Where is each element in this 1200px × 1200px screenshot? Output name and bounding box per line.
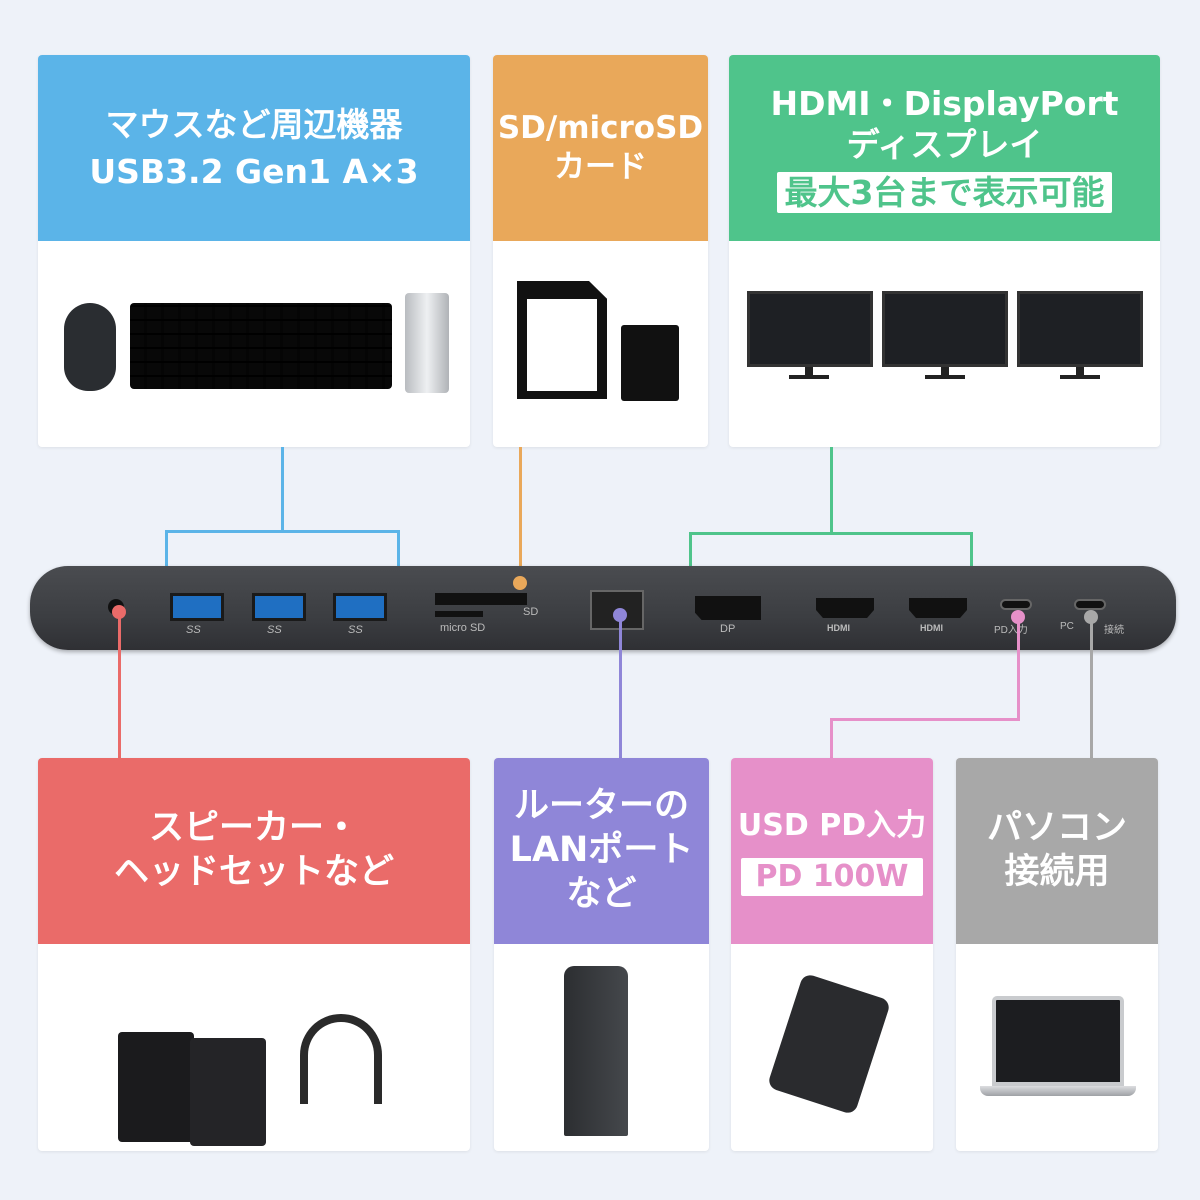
microsd-slot xyxy=(435,611,483,617)
mouse-image xyxy=(64,303,116,391)
lan-panel: ルーターの LANポート など xyxy=(494,758,709,1151)
displayport xyxy=(695,596,761,620)
audio-header: スピーカー・ ヘッドセットなど xyxy=(38,758,470,944)
pc-marker-dot xyxy=(1084,610,1098,624)
hdmi-label: HDMI xyxy=(920,623,943,633)
monitors xyxy=(729,241,1160,447)
pc-connector-line xyxy=(1090,617,1093,758)
usb-connector-line xyxy=(397,530,400,590)
audio-connector-line xyxy=(118,612,121,758)
speakers-image xyxy=(118,1032,194,1142)
pc-subtitle: 接続用 xyxy=(1004,852,1110,892)
usb-ss-logo: SS xyxy=(267,624,282,636)
monitor-stand xyxy=(925,367,965,379)
ac-adapter-image xyxy=(766,972,892,1116)
headset-image xyxy=(300,1014,382,1104)
usb-connector-line xyxy=(165,530,400,533)
lan-connector-line xyxy=(619,615,622,758)
sd-cards xyxy=(493,241,708,447)
display-connector-line xyxy=(689,532,973,535)
router-image xyxy=(564,966,628,1136)
display-max-badge: 最大3台まで表示可能 xyxy=(776,171,1113,213)
pd-connector-line xyxy=(830,718,1020,721)
usb-panel: マウスなど周辺機器 USB3.2 Gen1 A×3 xyxy=(38,55,470,447)
audio-marker-dot xyxy=(112,605,126,619)
microsd-label: micro SD xyxy=(440,622,486,634)
sd-label: SD xyxy=(523,606,539,618)
pd-100w-badge: PD 100W xyxy=(741,858,923,896)
display-panel: HDMI・DisplayPort ディスプレイ 最大3台まで表示可能 xyxy=(729,55,1160,447)
pc-panel: パソコン 接続用 xyxy=(956,758,1158,1151)
audio-devices xyxy=(38,944,470,1151)
ac-adapter xyxy=(731,944,933,1151)
lan-subtitle: LANポート xyxy=(509,830,694,871)
usb-devices xyxy=(38,241,470,447)
usb-ss-logo: SS xyxy=(348,624,363,636)
microsdxc-card-image xyxy=(621,325,679,401)
pd-header: USD PD入力 PD 100W xyxy=(731,758,933,944)
pd-connector-line xyxy=(830,718,833,758)
pc-connect-label: 接続 xyxy=(1104,625,1124,636)
display-connector-line xyxy=(830,447,833,534)
monitor-stand xyxy=(1060,367,1100,379)
usb-a-port xyxy=(252,593,306,621)
display-connector-line xyxy=(970,532,973,595)
monitor-stand xyxy=(789,367,829,379)
usb-c-pc-port xyxy=(1074,599,1106,610)
sd-subtitle: カード xyxy=(554,149,647,185)
audio-subtitle: ヘッドセットなど xyxy=(113,852,394,892)
usb-connector-line xyxy=(281,447,284,531)
speakers-image xyxy=(190,1038,266,1146)
laptop xyxy=(956,944,1158,1151)
usb-subtitle: USB3.2 Gen1 A×3 xyxy=(89,152,419,191)
pd-label: PD入力 xyxy=(994,625,1028,636)
pd-title: USD PD入力 xyxy=(737,807,927,843)
lan-subtitle-2: など xyxy=(566,873,637,914)
hdmi-port xyxy=(816,598,874,618)
lan-title: ルーターの xyxy=(513,786,689,827)
pd-connector-line xyxy=(1017,617,1020,721)
display-subtitle: ディスプレイ xyxy=(846,125,1043,165)
hdmi-port xyxy=(909,598,967,618)
usb-connector-line xyxy=(165,530,168,590)
sd-panel: SD/microSD カード xyxy=(493,55,708,447)
usb-a-port xyxy=(170,593,224,621)
sd-title: SD/microSD xyxy=(497,110,704,147)
pc-label: PC xyxy=(1060,621,1074,632)
usb-flash-drive-image xyxy=(405,293,449,393)
router xyxy=(494,944,709,1151)
audio-panel: スピーカー・ ヘッドセットなど xyxy=(38,758,470,1151)
sdxc-card-image xyxy=(517,281,607,399)
usb-c-pd-port xyxy=(1000,599,1032,610)
pc-title: パソコン xyxy=(986,808,1127,849)
usb-title: マウスなど周辺機器 xyxy=(105,104,403,144)
display-connector-line xyxy=(689,532,692,595)
sd-marker-dot xyxy=(513,576,527,590)
lan-header: ルーターの LANポート など xyxy=(494,758,709,944)
usb-ss-logo: SS xyxy=(186,624,201,636)
hdmi-label: HDMI xyxy=(827,623,850,633)
pd-panel: USD PD入力 PD 100W xyxy=(731,758,933,1151)
lan-marker-dot xyxy=(613,608,627,622)
display-title: HDMI・DisplayPort xyxy=(770,84,1119,124)
laptop-base xyxy=(980,1086,1136,1096)
usb-a-port xyxy=(333,593,387,621)
pc-header: パソコン 接続用 xyxy=(956,758,1158,944)
docking-station: SS SS SS SD micro SD DP HDMI HDMI PD入力 P… xyxy=(30,566,1176,650)
usb-header: マウスなど周辺機器 USB3.2 Gen1 A×3 xyxy=(38,55,470,241)
monitor-image xyxy=(882,291,1008,367)
monitor-image xyxy=(1017,291,1143,367)
monitor-image xyxy=(747,291,873,367)
sd-header: SD/microSD カード xyxy=(493,55,708,241)
dp-label: DP xyxy=(720,623,736,635)
display-header: HDMI・DisplayPort ディスプレイ 最大3台まで表示可能 xyxy=(729,55,1160,241)
pd-marker-dot xyxy=(1011,610,1025,624)
audio-title: スピーカー・ xyxy=(148,808,359,849)
laptop-image xyxy=(992,996,1124,1086)
keyboard-image xyxy=(130,303,392,389)
sd-connector-line xyxy=(519,447,522,582)
sd-slot xyxy=(435,593,527,605)
